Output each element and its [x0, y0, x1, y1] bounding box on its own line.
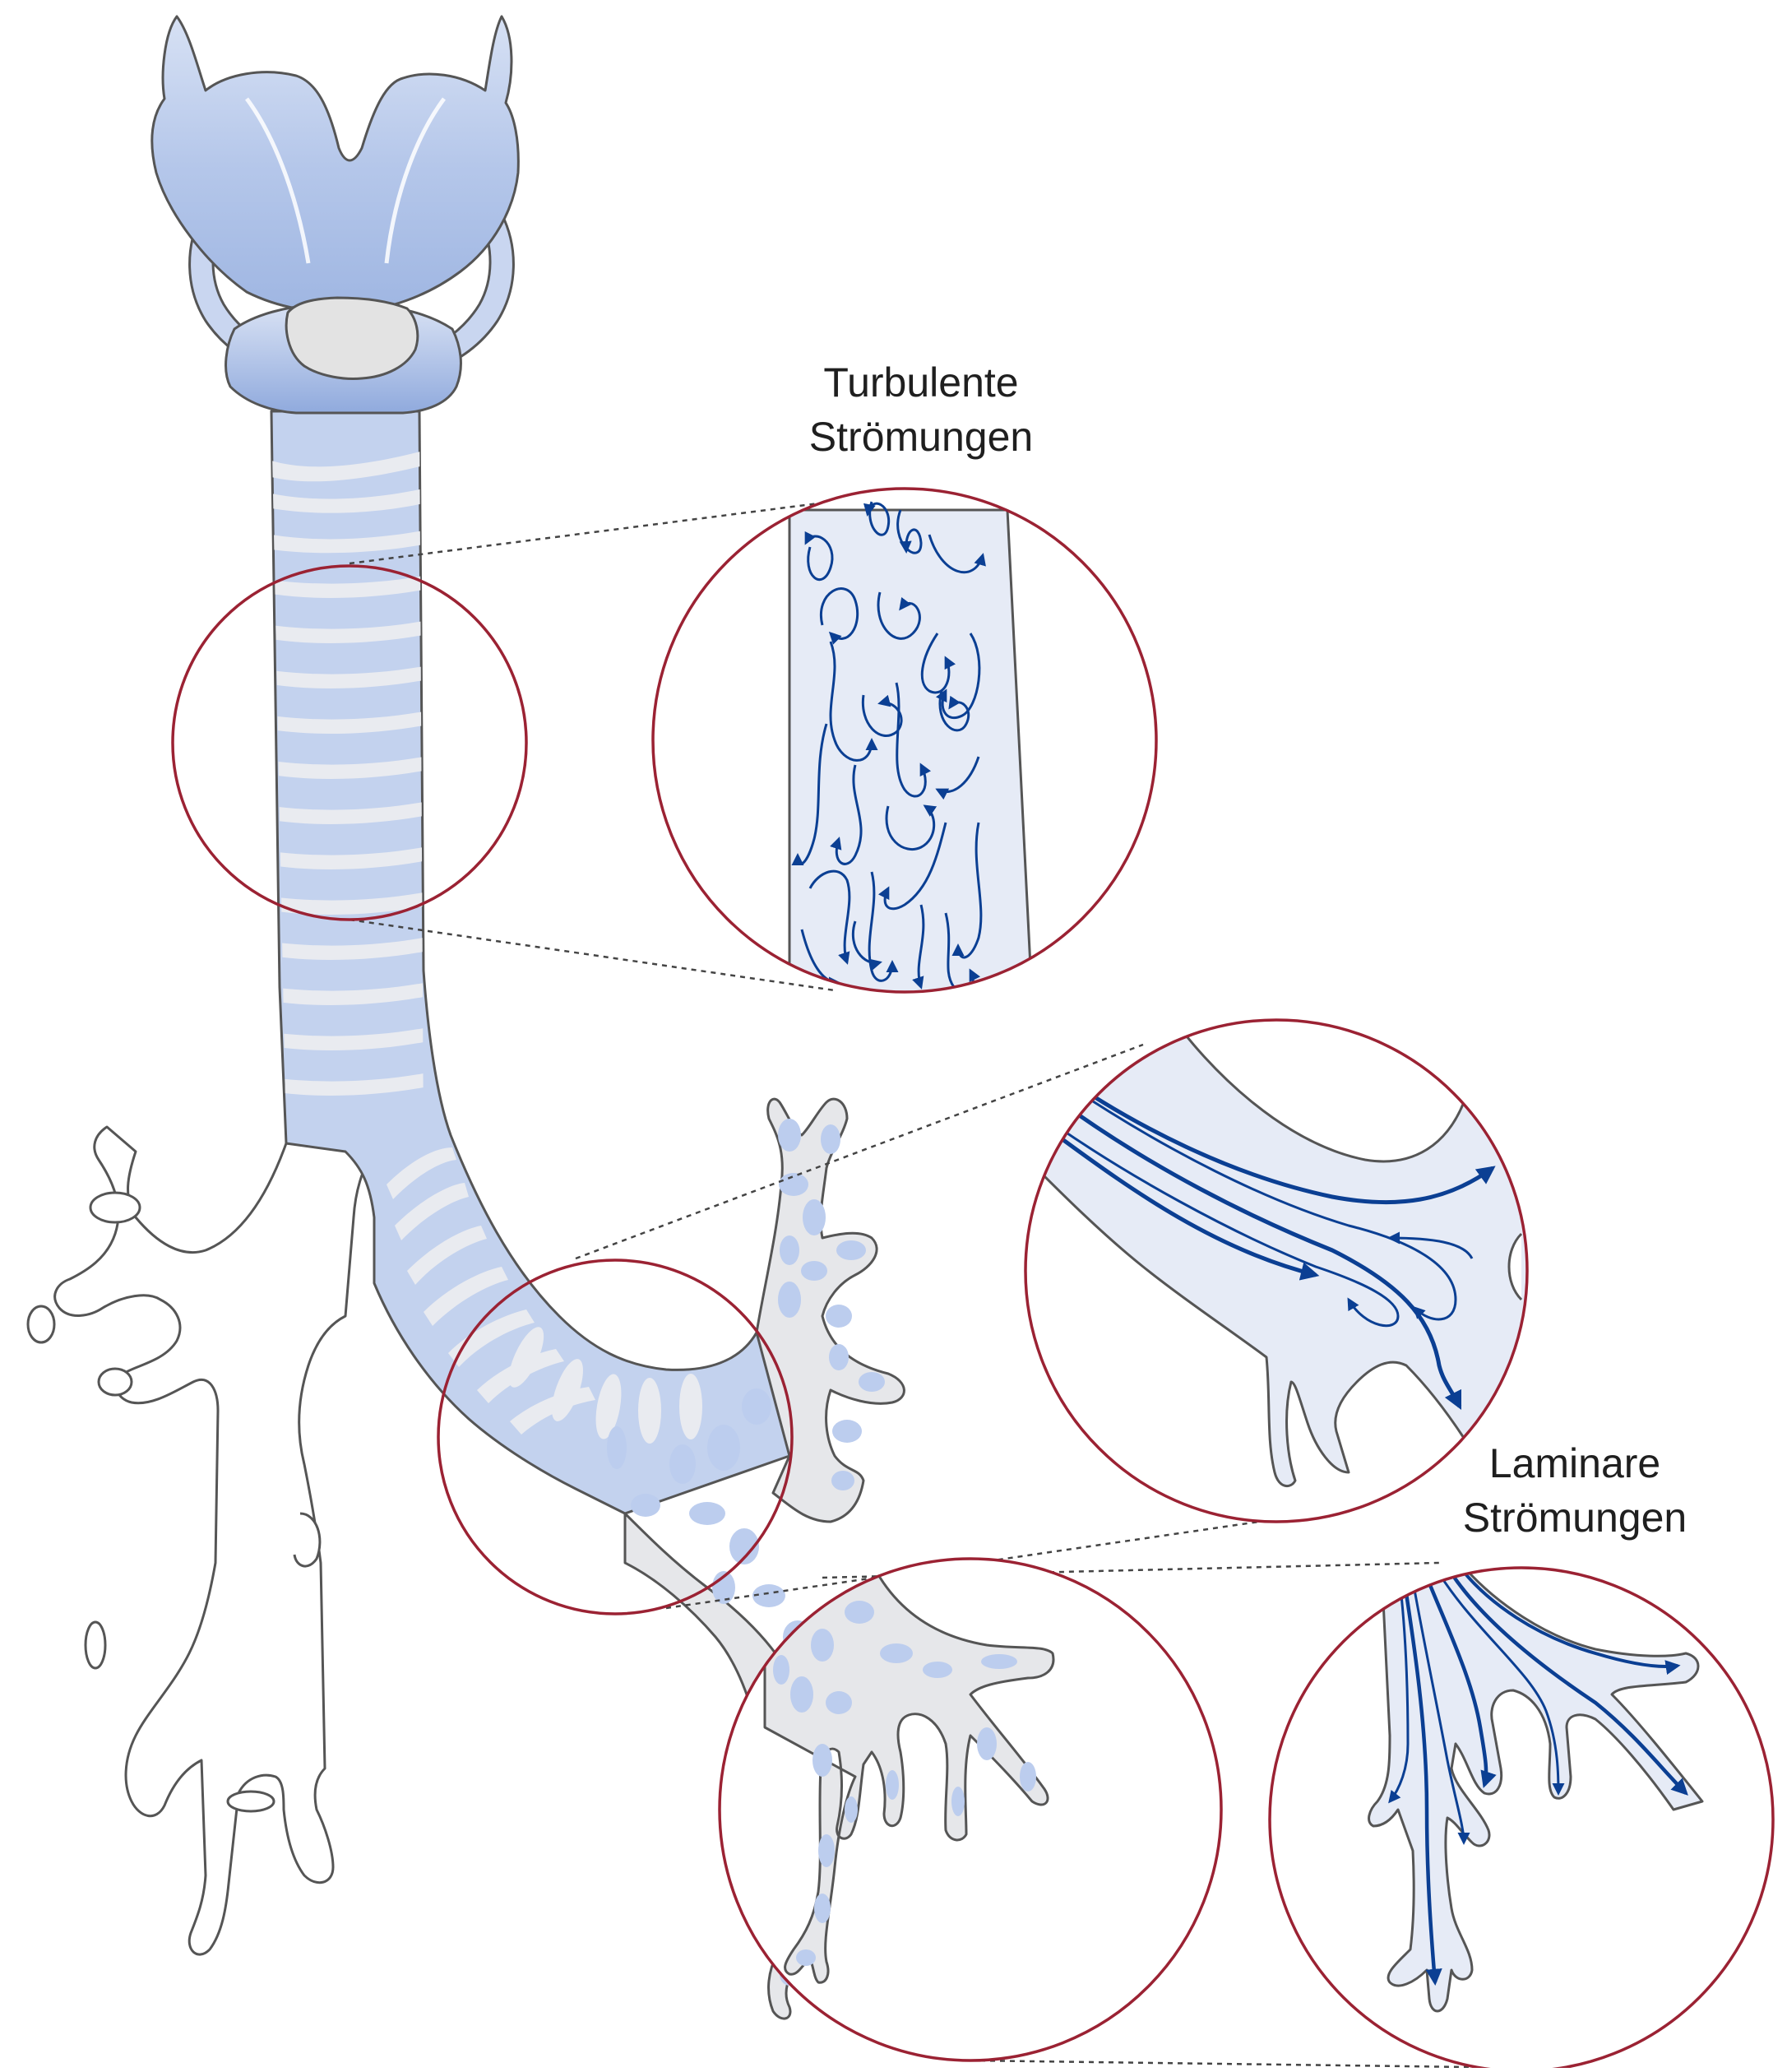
- label-laminar-line2: Strömungen: [1402, 1490, 1748, 1545]
- label-turbulent-line2: Strömungen: [757, 410, 1086, 464]
- larynx: [152, 16, 519, 413]
- label-turbulent-flow: Turbulente Strömungen: [757, 355, 1086, 464]
- cartilage-rings: [271, 451, 424, 1096]
- lens-laminar-flow: [1270, 1567, 1773, 2068]
- lens-peripheral-bronchi: [720, 1559, 1221, 2060]
- label-laminar-line1: Laminare: [1402, 1436, 1748, 1490]
- lens-turbulent-flow: [653, 489, 1156, 999]
- label-turbulent-line1: Turbulente: [757, 355, 1086, 410]
- left-bronchial-tree: [28, 1127, 374, 1954]
- label-laminar-flow: Laminare Strömungen: [1402, 1436, 1748, 1545]
